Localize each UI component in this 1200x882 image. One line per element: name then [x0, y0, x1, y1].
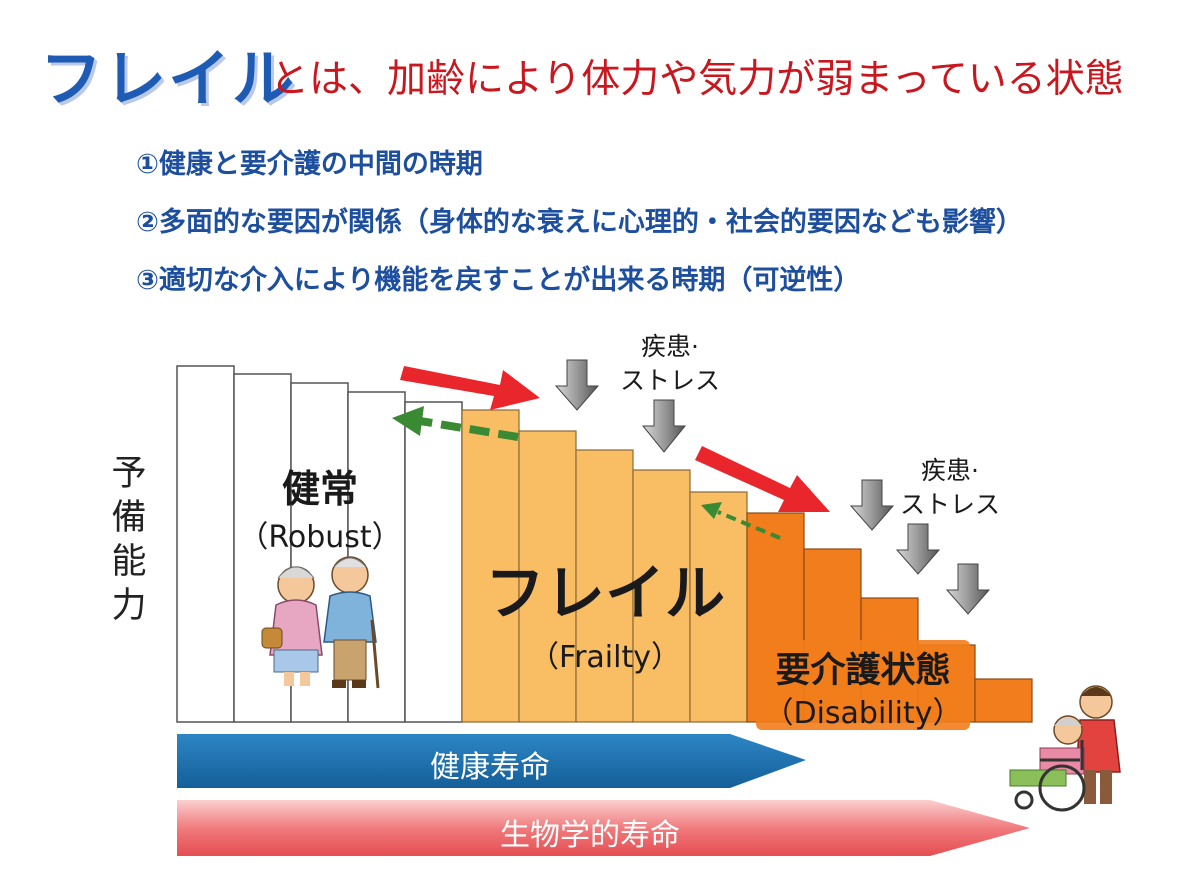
elderly-couple-icon [261, 556, 380, 689]
frailty-step [461, 409, 520, 723]
frailty-stage-en: （Frailty） [529, 640, 681, 675]
robust-step [404, 401, 463, 723]
robust-stage-name: 健常 [281, 467, 358, 511]
stress-label: 疾患· ストレス [880, 454, 1020, 522]
recovery-arrow-icon [392, 406, 519, 441]
stress-arrow-icon [849, 479, 895, 531]
biological-lifespan-label: 生物学的寿命 [500, 818, 680, 853]
frailty-step [689, 491, 748, 723]
point-1: ①健康と要介護の中間の時期 [136, 149, 483, 180]
stress-arrow-icon [945, 563, 991, 615]
point-3: ③適切な介入により機能を戻すことが出来る時期（可逆性） [136, 265, 861, 296]
frailty-stage-name: フレイル [485, 559, 725, 629]
stress-line-2: ストレス [619, 366, 720, 395]
stress-line-2: ストレス [899, 490, 1000, 519]
frailty-steps [461, 409, 748, 723]
recovery-arrow-icon [701, 502, 781, 540]
stress-line-1: 疾患· [921, 456, 979, 485]
reserve-capacity-label: 予 備 能 力 [104, 452, 154, 628]
wheelchair-caregiver-icon [1009, 685, 1121, 812]
axis-char: 予 [111, 454, 147, 494]
stress-arrow-icon [554, 359, 600, 411]
decline-arrow-icon [400, 366, 540, 410]
biological-lifespan-bar [177, 800, 1030, 856]
disability-label-backdrop [756, 640, 970, 730]
page-title: フレイル [40, 42, 297, 115]
axis-char: 力 [111, 586, 147, 626]
stress-arrow-icon [895, 523, 941, 575]
frailty-step [518, 430, 577, 723]
frailty-step [575, 449, 634, 723]
healthy-lifespan-bar [177, 734, 806, 788]
point-2: ②多面的な要因が関係（身体的な衰えに心理的・社会的要因なども影響） [136, 207, 1023, 238]
disability-step [974, 678, 1033, 723]
healthy-lifespan-label: 健康寿命 [430, 750, 550, 785]
robust-stage-en: （Robust） [238, 520, 402, 555]
axis-char: 能 [111, 542, 147, 582]
stress-line-1: 疾患· [641, 332, 699, 361]
disability-stage-en: （Disability） [763, 696, 963, 731]
disability-stage-name: 要介護状態 [775, 651, 951, 691]
decline-arrow-icon [695, 446, 830, 512]
page-subtitle: とは、加齢により体力や気力が弱まっている状態 [270, 57, 1124, 102]
frailty-step [632, 469, 691, 723]
stress-arrow-icon [641, 399, 687, 453]
axis-char: 備 [111, 498, 147, 538]
stress-label: 疾患· ストレス [600, 330, 740, 398]
